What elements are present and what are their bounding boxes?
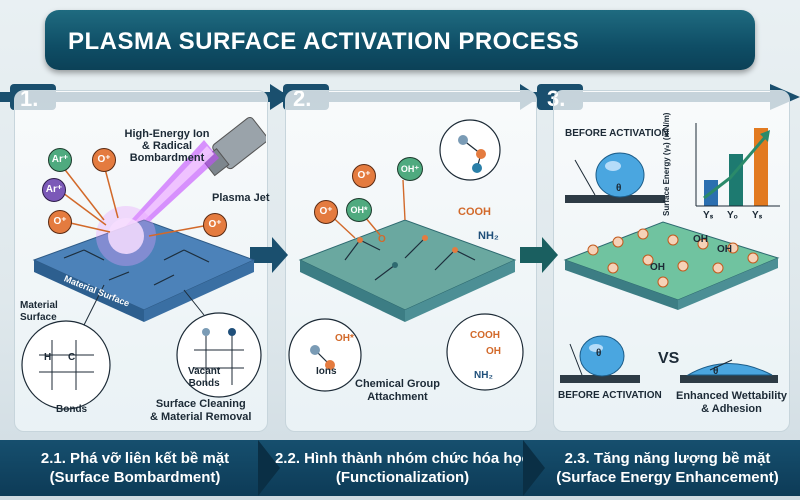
surface-oxygen-groups [587,228,759,288]
ion-trajectories [58,161,210,237]
contact-angle-comparison [560,335,778,383]
chart-cat-3: Yₛ [752,210,763,221]
chart-cat-2: Yₒ [727,210,738,221]
next-arrow-2 [520,237,558,273]
before-activation-top: BEFORE ACTIVATION [565,128,669,139]
vacant-atom [228,328,236,336]
species-o-2: O⁺ [352,164,376,188]
ion-bombardment-label: High-Energy Ion & Radical Bombardment [124,128,210,164]
material-surface-label: Material Surface [20,300,58,323]
ion-o-1: O⁺ [48,210,72,234]
nh2-label: NH₂ [478,230,499,242]
functionalization-illustration [288,119,524,392]
surface-energy-chart [695,123,780,207]
energy-bar-2 [729,154,743,206]
surface-oh-2: OH [717,244,732,255]
species-oh-2: OH⁺ [397,157,423,181]
title-banner [45,10,755,70]
ion-ar-1: Ar⁺ [48,148,72,172]
impact-flash [108,218,144,254]
vacant-atom [202,328,210,336]
activated-surface [563,221,780,310]
groups-zoom [446,313,524,391]
ion-ar-2: Ar⁺ [42,178,66,202]
bond-lattice [39,340,94,390]
trend-arrow [703,135,768,200]
atom-c: C [68,352,76,363]
page-title: PLASMA SURFACE ACTIVATION PROCESS [68,28,580,55]
chemical-group-label: Chemical Group Attachment [355,378,440,403]
droplet-before-top [565,152,665,203]
vacant-lattice [194,335,244,385]
caption-step-1: 2.1. Phá vỡ liên kết bề mặt (Surface Bom… [0,440,270,496]
caption-step-3: 2.3. Tăng năng lượng bề mặt (Surface Ene… [535,440,800,496]
plasma-jet-label: Plasma Jet [212,192,270,204]
bubble-nh2: NH₂ [474,370,493,381]
bonds-magnifier [21,320,111,410]
caption-divider-2 [523,440,545,496]
ions-zoom [288,318,362,392]
atom-h: H [44,352,52,363]
o-atom-label: O [378,234,386,245]
theta-top: θ [616,183,622,194]
next-arrow-1 [250,237,288,273]
species-o-1: O⁺ [314,200,338,224]
caption-step-2: 2.2. Hình thành nhóm chức hóa học (Funct… [270,440,535,496]
ion-o-2: O⁺ [92,148,116,172]
surface-oh-3: OH [650,262,665,273]
enhanced-wettability-label: Enhanced Wettability & Adhesion [676,390,788,415]
ions-label: Ions [316,366,337,377]
vacant-magnifier [176,312,262,398]
bombardment-illustration [21,116,266,410]
before-activation-bottom: BEFORE ACTIVATION [558,390,662,401]
bubble-oh: OH [486,346,501,357]
surface-bonds [63,249,210,286]
attached-groups [344,237,476,281]
ion-o-3: O⁺ [203,213,227,237]
theta-bottom-right: θ [713,366,719,377]
surface-cleaning-label: Surface Cleaning & Material Removal [150,398,252,423]
theta-bottom-left: θ [596,348,602,359]
cooh-label: COOH [458,206,491,218]
molecule-zoom-top [439,119,501,181]
plasma-nozzle [201,116,266,177]
caption-divider-1 [258,440,280,496]
vacant-bonds-label: Vacant Bonds [188,366,221,389]
chart-cat-1: Yₛ [703,210,714,221]
surface-oh-1: OH [693,234,708,245]
oh-star-label: OH* [335,333,354,344]
species-oh-1: OH* [346,198,372,222]
bonds-label: Bonds [56,404,88,415]
bubble-cooh: COOH [470,330,500,341]
vs-label: VS [658,350,680,367]
